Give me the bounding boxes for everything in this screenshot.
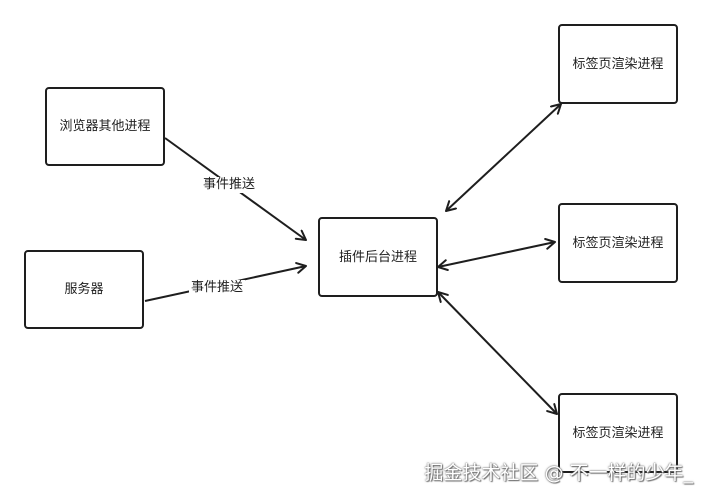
arrow-extension-tab3 [437, 291, 558, 415]
edge-label-server-event-push: 事件推送 [188, 280, 246, 296]
arrow-extension-tab2 [437, 237, 556, 272]
browser-other-process-node: 浏览器其他进程 [45, 87, 165, 166]
arrow-extension-tab1 [445, 103, 562, 212]
tab-renderer-process-node-2: 标签页渲染进程 [558, 203, 678, 283]
tab-renderer-process-label-3: 标签页渲染进程 [572, 425, 664, 441]
tab-renderer-process-node-1: 标签页渲染进程 [558, 24, 678, 104]
extension-background-process-label: 插件后台进程 [338, 249, 417, 265]
server-label: 服务器 [64, 282, 104, 297]
server-node: 服务器 [24, 250, 144, 329]
browser-other-process-label: 浏览器其他进程 [59, 119, 151, 134]
tab-renderer-process-node-3: 标签页渲染进程 [558, 393, 678, 473]
edge-label-browser-event-push: 事件推送 [200, 177, 258, 193]
watermark-text: 掘金技术社区 @ 不一样的少年_ [424, 462, 693, 484]
tab-renderer-process-label-2: 标签页渲染进程 [572, 235, 664, 251]
tab-renderer-process-label-1: 标签页渲染进程 [572, 56, 664, 72]
extension-background-process-node: 插件后台进程 [318, 217, 438, 297]
